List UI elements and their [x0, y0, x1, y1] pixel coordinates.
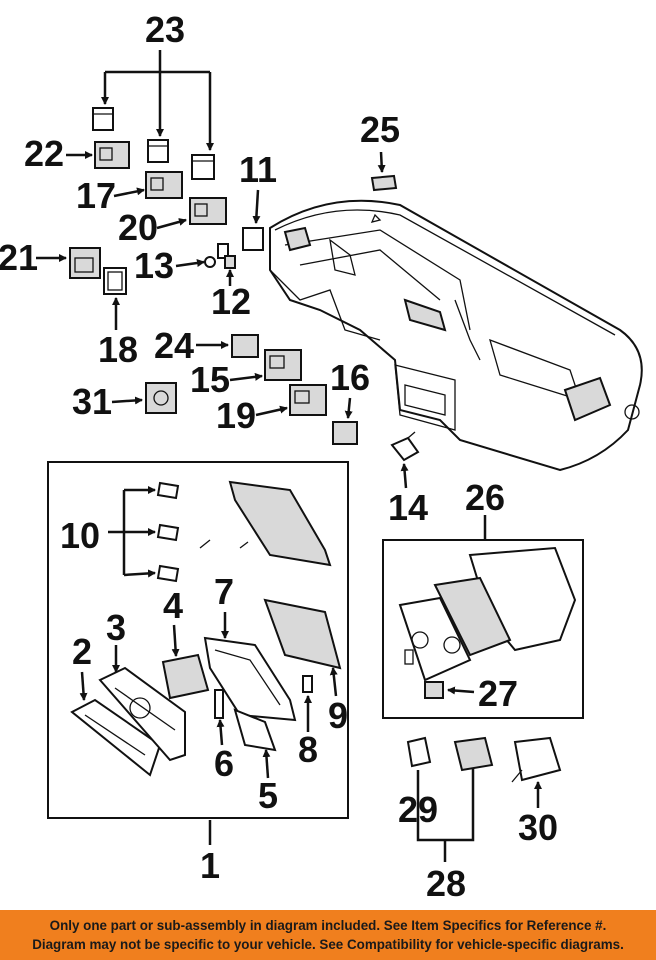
- callout-26: 26: [465, 477, 505, 518]
- callout-8: 8: [298, 729, 318, 770]
- callout-24: 24: [154, 325, 194, 366]
- callout-18: 18: [98, 329, 138, 370]
- bulbs-10: [156, 481, 249, 583]
- callout-11: 11: [239, 149, 277, 190]
- callout-12: 12: [211, 281, 251, 322]
- callout-17: 17: [76, 175, 116, 216]
- disclaimer-line-2: Diagram may not be specific to your vehi…: [32, 937, 624, 952]
- callout-1: 1: [200, 845, 220, 886]
- clip-6: [214, 689, 224, 719]
- switch-21: [69, 247, 101, 279]
- callout-4: 4: [163, 585, 183, 626]
- switch-15: [264, 349, 302, 381]
- bezel-18: [103, 267, 127, 295]
- instrument-panel: [269, 199, 643, 472]
- cluster-group-box: [47, 461, 349, 819]
- panel-upper: [228, 480, 332, 567]
- switch-23-a: [92, 107, 114, 131]
- callout-14: 14: [388, 487, 428, 528]
- switch-31: [145, 382, 177, 414]
- bulb-13: [204, 243, 229, 268]
- callout-28: 28: [426, 863, 466, 904]
- cluster-face-3: [98, 666, 186, 762]
- bulb-8: [302, 675, 313, 693]
- switch-28: [453, 736, 494, 772]
- callout-7: 7: [214, 571, 234, 612]
- callout-20: 20: [118, 207, 158, 248]
- switch-29: [406, 736, 432, 768]
- switch-23-b: [147, 139, 169, 163]
- callout-22: 22: [24, 133, 64, 174]
- callout-31: 31: [72, 381, 112, 422]
- hood-4: [161, 653, 210, 700]
- callout-labels: 23 22 17 20 11 21 13 12 18 24 15 16 19 3…: [0, 9, 558, 904]
- callout-5: 5: [258, 775, 278, 816]
- climate-group-box: [382, 539, 584, 719]
- switch-17: [145, 171, 183, 199]
- callout-15: 15: [190, 359, 230, 400]
- switch-22: [94, 141, 130, 169]
- callout-27: 27: [478, 673, 518, 714]
- callout-19: 19: [216, 395, 256, 436]
- callout-6: 6: [214, 743, 234, 784]
- clip-12: [224, 255, 236, 269]
- switch-19: [289, 384, 327, 416]
- callout-23: 23: [145, 9, 185, 50]
- callout-25: 25: [360, 109, 400, 150]
- bracket-9: [263, 598, 342, 670]
- parts-diagram: 23 22 17 20 11 21 13 12 18 24 15 16 19 3…: [0, 9, 643, 904]
- cover-7: [203, 636, 297, 722]
- callout-13: 13: [134, 245, 174, 286]
- climate-control-26: [398, 546, 577, 682]
- callout-10: 10: [60, 515, 100, 556]
- callout-2: 2: [72, 631, 92, 672]
- switch-11: [242, 227, 264, 251]
- callout-29: 29: [398, 789, 438, 830]
- callout-3: 3: [106, 607, 126, 648]
- knob-27: [424, 681, 444, 699]
- disclaimer-banner: Only one part or sub-assembly in diagram…: [0, 910, 656, 960]
- callout-9: 9: [328, 695, 348, 736]
- callout-21: 21: [0, 237, 38, 278]
- sensor-14: [390, 431, 420, 462]
- disclaimer-line-1: Only one part or sub-assembly in diagram…: [49, 918, 607, 933]
- switch-23-c: [191, 154, 215, 180]
- connector-5: [233, 708, 277, 752]
- callout-16: 16: [330, 357, 370, 398]
- leader-lines: [36, 50, 542, 862]
- cap-25: [370, 174, 398, 192]
- switch-24: [231, 334, 259, 358]
- switch-20: [189, 197, 227, 225]
- switch-16: [332, 421, 358, 445]
- callout-30: 30: [518, 807, 558, 848]
- switch-30: [511, 736, 562, 783]
